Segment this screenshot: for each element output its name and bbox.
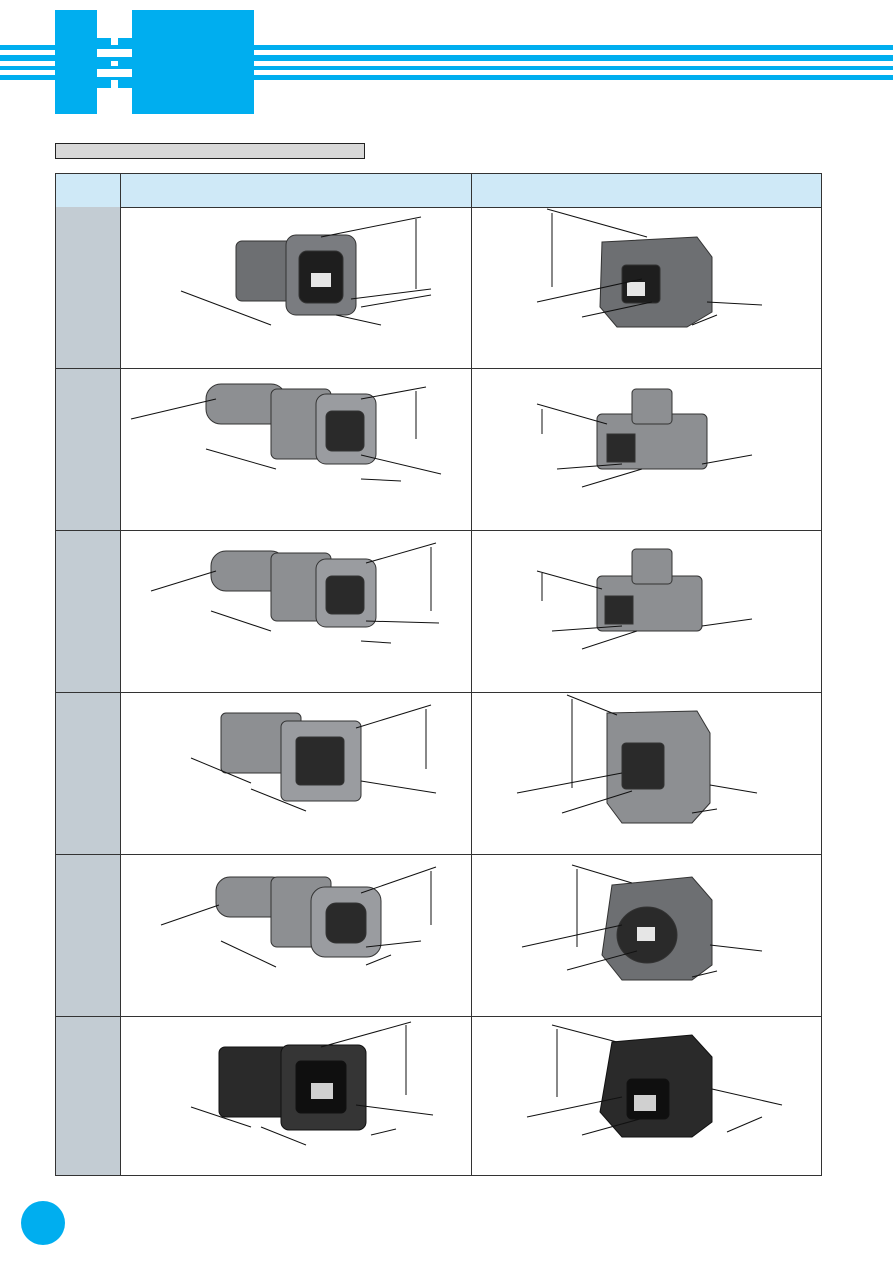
male-connector-cell: [121, 531, 472, 692]
page-number-dot: [21, 1201, 65, 1245]
male-connector-cell: [121, 693, 472, 854]
male-connector-image: [190, 704, 437, 812]
female-connector-cell: [472, 693, 821, 854]
table-row: [56, 531, 821, 693]
female-connector-cell: [472, 855, 821, 1016]
male-connector-image: [130, 383, 442, 482]
header-stripes: [0, 45, 893, 80]
table-row: [56, 693, 821, 855]
header-band: [0, 0, 893, 120]
table-row: [56, 369, 821, 531]
female-connector-image: [536, 208, 763, 328]
male-connector-cell: [121, 207, 472, 368]
connector-table: [55, 173, 822, 1176]
row-label-cell: [56, 207, 121, 368]
table-header: [56, 174, 821, 208]
male-connector-image: [190, 1021, 434, 1146]
table-row: [56, 1017, 821, 1175]
row-label-cell: [56, 1017, 121, 1175]
female-connector-image: [516, 694, 758, 824]
female-connector-image: [526, 1024, 783, 1138]
table-row: [56, 207, 821, 369]
row-label-cell: [56, 531, 121, 692]
male-connector-cell: [121, 855, 472, 1016]
column-divider: [471, 174, 472, 207]
female-connector-cell: [472, 207, 821, 368]
female-connector-cell: [472, 1017, 821, 1175]
comb-logo-icon: [55, 10, 254, 114]
female-connector-image: [536, 548, 753, 650]
table-row: [56, 855, 821, 1017]
column-divider: [120, 174, 121, 207]
row-label-cell: [56, 369, 121, 530]
female-connector-cell: [472, 531, 821, 692]
female-connector-cell: [472, 369, 821, 530]
row-label-cell: [56, 693, 121, 854]
male-connector-cell: [121, 369, 472, 530]
section-title-bar: [55, 143, 365, 159]
male-connector-image: [180, 216, 432, 326]
male-connector-image: [150, 542, 440, 644]
male-connector-cell: [121, 1017, 472, 1175]
female-connector-image: [536, 388, 753, 488]
row-label-cell: [56, 855, 121, 1016]
male-connector-image: [160, 866, 437, 968]
female-connector-image: [521, 864, 763, 981]
